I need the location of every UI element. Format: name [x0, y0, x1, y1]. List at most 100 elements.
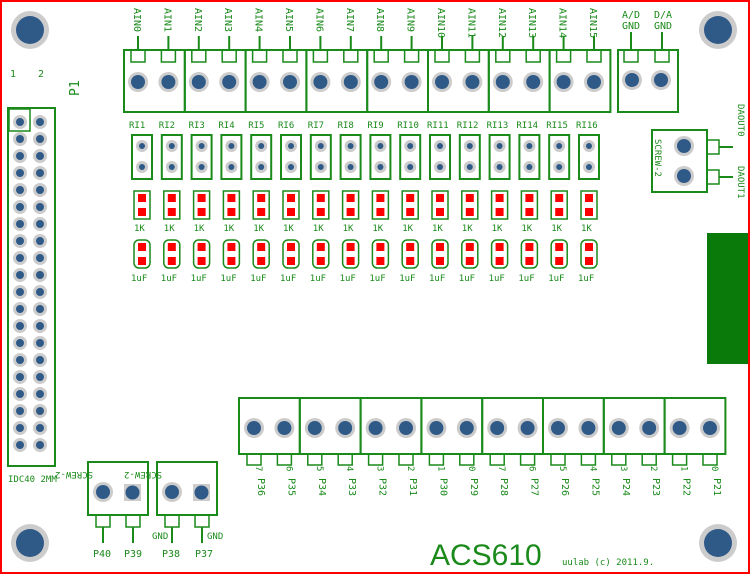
dac-pad-drill [677, 169, 691, 183]
idc-pin-drill [36, 203, 44, 211]
resistor-label: 1K [551, 224, 562, 234]
jumper-body [160, 134, 183, 180]
screw-b-drill [194, 485, 209, 500]
dig-pad-drill [642, 421, 657, 435]
dig-pad-drill [551, 421, 565, 435]
dig-pin-number: 6 [283, 466, 293, 471]
dig-port-label: P27 [529, 478, 540, 496]
idc-pin-drill [36, 339, 44, 347]
capacitor-body [490, 239, 509, 269]
jumper-label: RI7 [308, 121, 324, 131]
ain-pad-drill [556, 75, 571, 89]
resistor-body [341, 190, 360, 220]
ain-label: AIN11 [465, 8, 476, 38]
mounting-hole-drill [704, 16, 732, 44]
resistor-body [401, 190, 419, 220]
ain-label: AIN10 [435, 8, 446, 38]
dig-pin-tab [246, 453, 262, 466]
capacitor-label: 1uF [191, 274, 207, 284]
resistor-body [312, 190, 330, 220]
dac-terminal-body [651, 129, 708, 193]
capacitor-pad [495, 257, 504, 265]
dig-pin-number: 2 [405, 466, 415, 471]
ain-pad-drill [465, 75, 480, 89]
dac-pad-drill [677, 139, 691, 153]
dig-pad-drill [277, 421, 292, 435]
dig-pin-number: 7 [496, 466, 506, 471]
ain-pad-drill [313, 75, 328, 89]
resistor-pad [138, 208, 146, 216]
jumper-pin-drill [228, 143, 235, 149]
jumper-body [518, 134, 541, 180]
da-gnd-top: D/A [654, 10, 672, 21]
capacitor-pad [227, 243, 236, 251]
screw-a-body [87, 461, 149, 516]
dig-port-label: P34 [316, 478, 327, 496]
dig-port-label: P30 [437, 478, 448, 496]
p39-label: P39 [124, 549, 142, 560]
idc-pin-drill [16, 373, 24, 381]
resistor-pad [436, 194, 444, 202]
idc-pin2-label: 2 [38, 69, 44, 80]
jumper-pin-drill [288, 164, 294, 170]
jumper-label: RI2 [159, 121, 175, 131]
capacitor-pad [525, 243, 534, 251]
idc-pin-drill [16, 356, 24, 364]
screw-terminal-b: SCREW-2 GND GND P38 P37 [124, 461, 223, 560]
dig-port-label: P22 [681, 478, 692, 496]
ain-label: AIN15 [587, 8, 598, 38]
digital-terminals: 7P366P355P344P333P322P311P300P297P286P27… [238, 397, 727, 496]
mounting-hole-drill [16, 529, 44, 557]
idc-pin-drill [16, 305, 24, 313]
resistor-body [461, 190, 479, 220]
jumper-pin-drill [526, 143, 533, 149]
dig-pin-number: 0 [466, 466, 476, 471]
jumper-label: RI13 [487, 121, 509, 131]
jumper-body [220, 134, 243, 180]
idc-pin-drill [16, 254, 24, 262]
capacitor-label: 1uF [280, 274, 296, 284]
jumper-pin-drill [556, 164, 563, 170]
idc-pin-drill [36, 254, 44, 262]
capacitor-label: 1uF [250, 274, 266, 284]
dig-pad-drill [399, 421, 413, 435]
mounting-holes [11, 11, 737, 562]
dig-pad-drill [490, 421, 505, 435]
idc-pin-drill [36, 237, 44, 245]
ain-label: AIN6 [313, 8, 324, 32]
resistor-pad [465, 194, 474, 202]
resistor-pad [406, 194, 415, 202]
jumper-label: RI1 [129, 121, 145, 131]
capacitor-label: 1uF [340, 274, 356, 284]
dac-out1-label: DAOUT1 [735, 166, 745, 199]
dig-labels: 7P366P355P344P333P322P311P300P297P286P27… [253, 466, 722, 496]
idc-pin-drill [36, 118, 44, 126]
capacitor-pad [555, 257, 564, 265]
screw-terminal-a: SCREW-2 P40 P39 [55, 461, 149, 560]
capacitor-pad [436, 257, 444, 265]
idc-pin-drill [16, 186, 24, 194]
jumper-pin-drill [586, 164, 592, 170]
resistor-pad [495, 194, 504, 202]
jumper-body [369, 134, 392, 180]
dig-port-label: P24 [620, 478, 631, 496]
dig-port-label: P29 [468, 478, 479, 496]
jumper-label: RI14 [516, 121, 538, 131]
idc-pin-drill [36, 152, 44, 160]
dig-port-label: P28 [498, 478, 509, 496]
resistor-body [431, 190, 449, 220]
capacitor-label: 1uF [548, 274, 564, 284]
jumper-pin-drill [496, 143, 503, 149]
idc-pin-drill [36, 356, 44, 364]
resistor-body [282, 190, 300, 220]
dig-port-label: P35 [285, 478, 296, 496]
jumper-pin-drill [377, 164, 384, 170]
jumper-label: RI11 [427, 121, 449, 131]
idc-pin-drill [36, 390, 44, 398]
idc-pin-drill [36, 135, 44, 143]
dig-pad-drill [307, 421, 322, 435]
resistor-pad [495, 208, 504, 216]
dig-pin-tab [580, 453, 597, 466]
capacitor-pad [138, 243, 146, 251]
